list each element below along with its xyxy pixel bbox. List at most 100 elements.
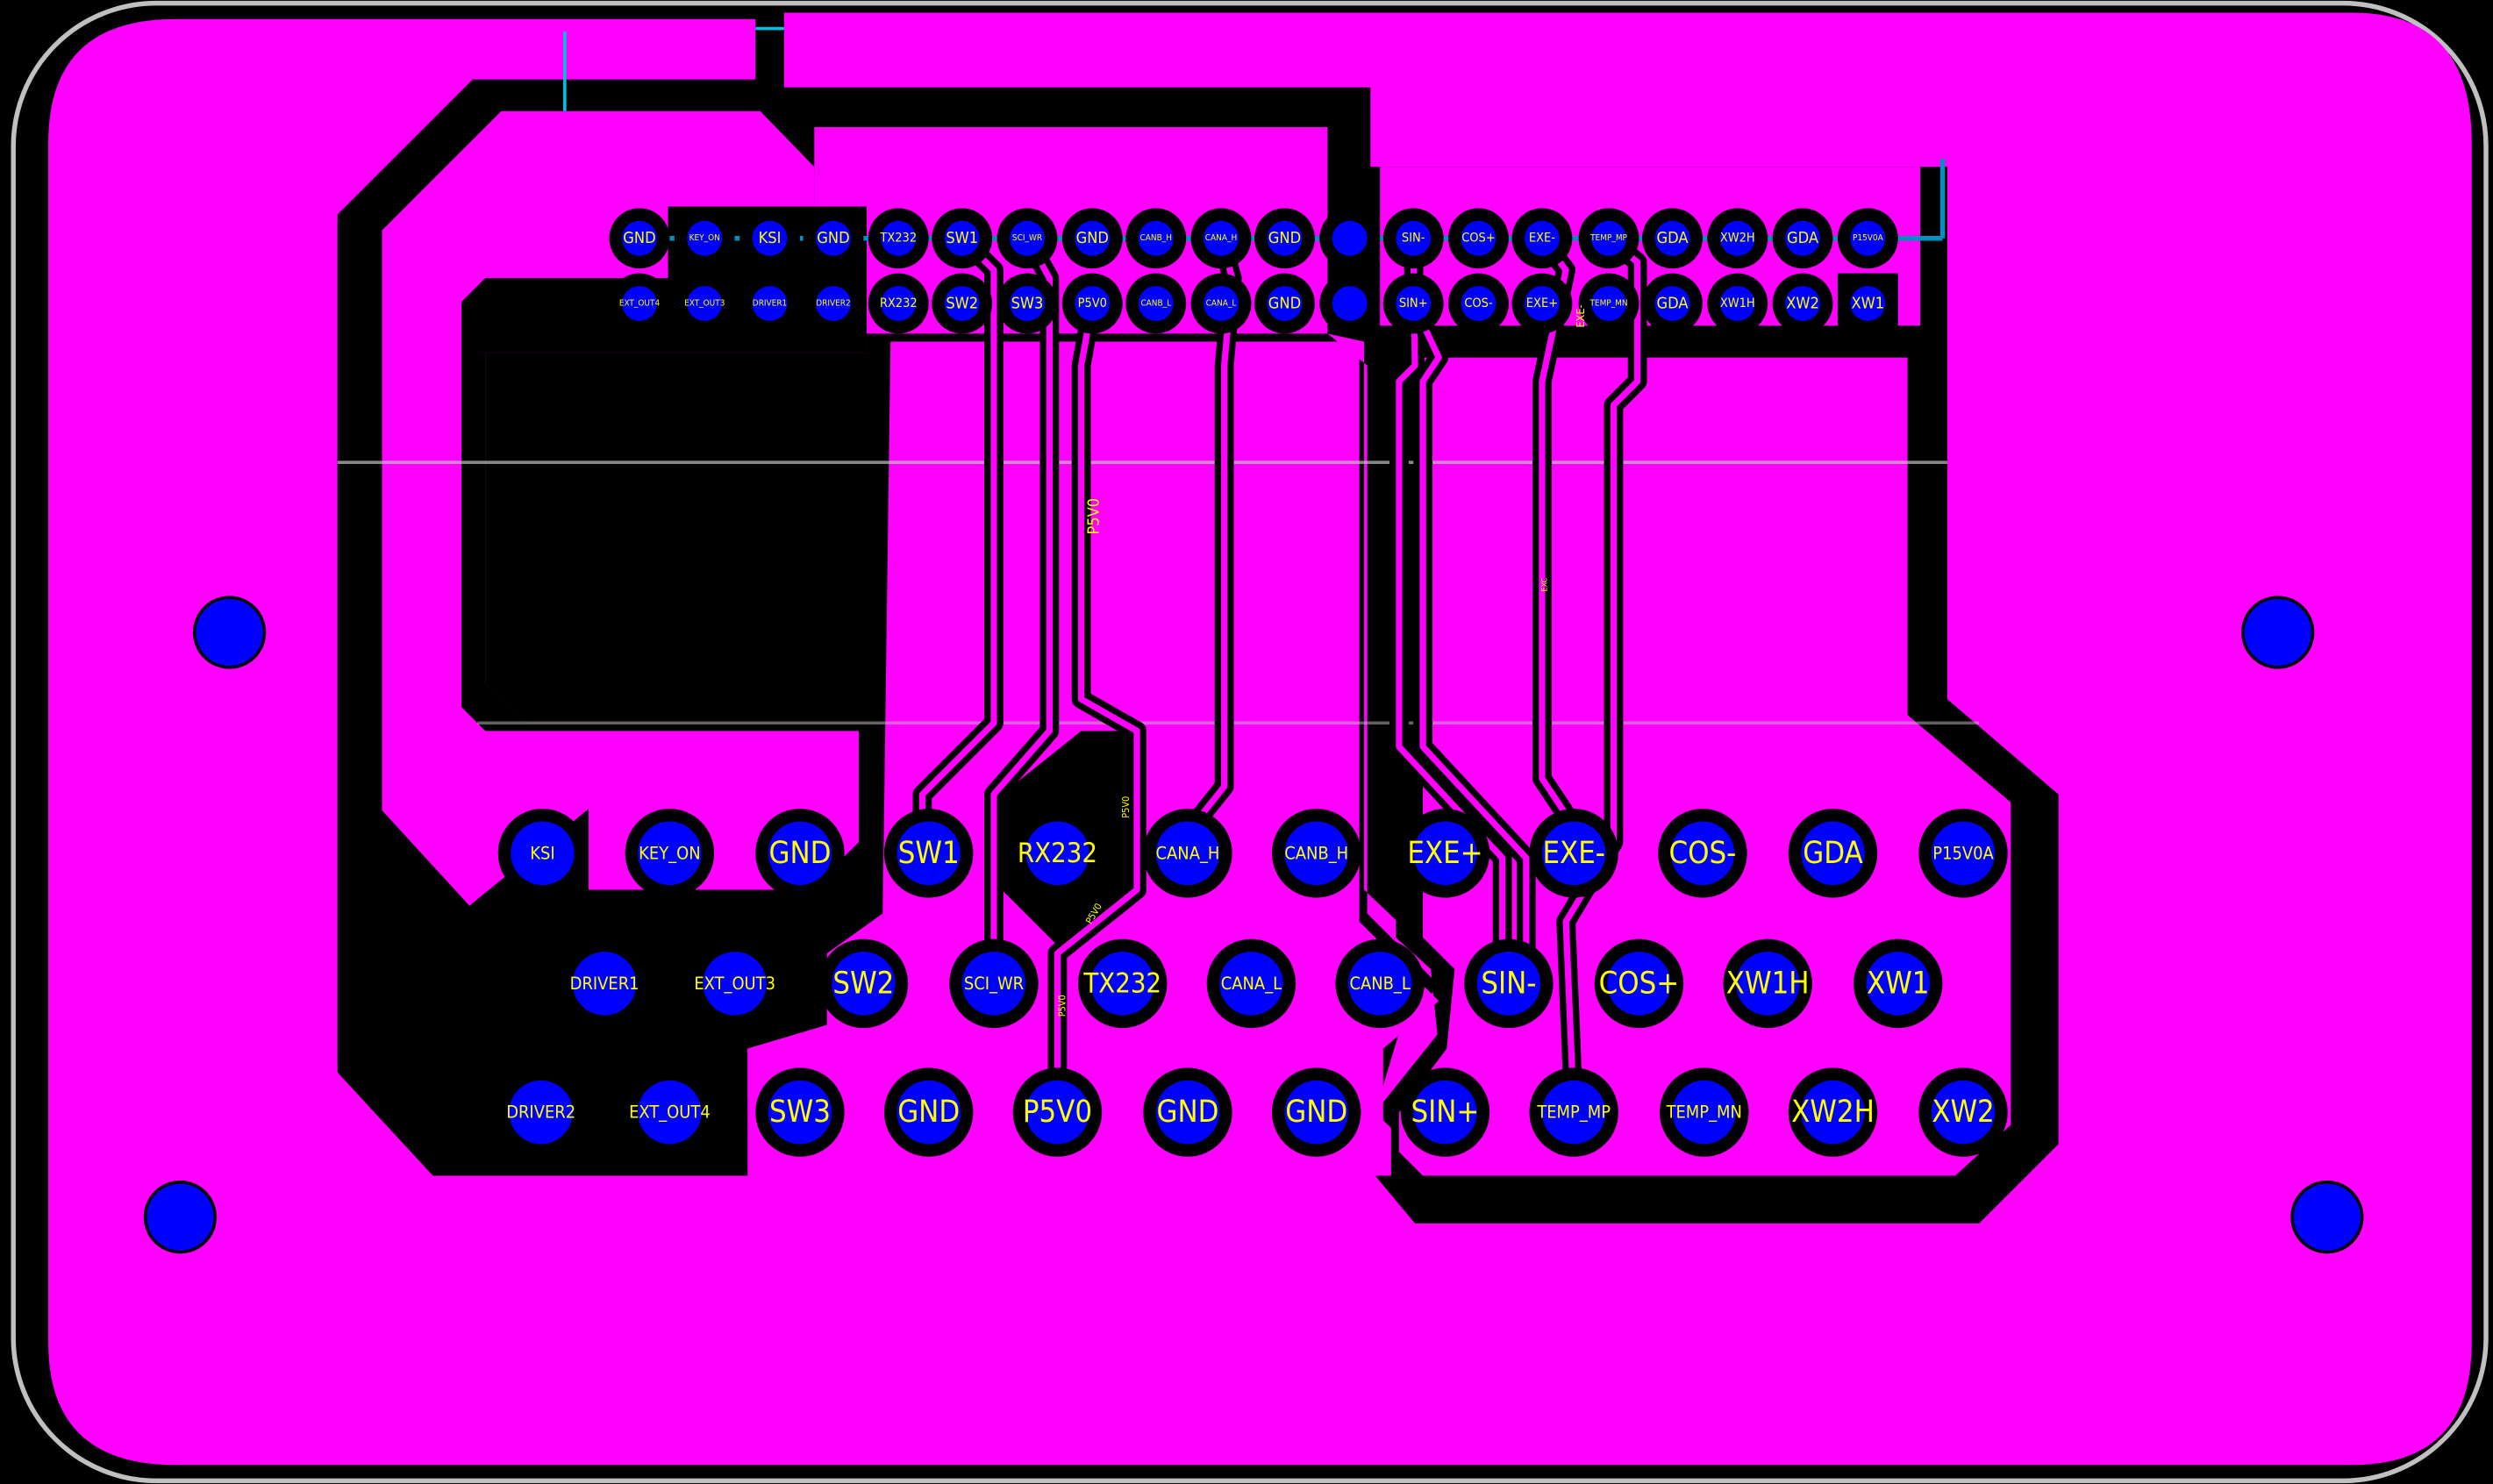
pad-label: CANB_H — [1284, 843, 1348, 863]
connector-pin: SCI_WR — [949, 938, 1039, 1029]
pad-copper — [1719, 220, 1755, 256]
header-pin: SW1 — [932, 208, 993, 269]
pad-label: XW2H — [1720, 232, 1755, 246]
net-label-p5v0: P5V0 — [1120, 796, 1132, 818]
connector-pin: CANB_L — [1335, 938, 1425, 1029]
pad-label: GND — [817, 229, 849, 247]
pad-label: SW1 — [946, 229, 978, 247]
connector-pin: EXE- — [1529, 809, 1618, 898]
mounting-hole — [2241, 596, 2315, 669]
pad-copper — [1284, 821, 1348, 886]
pad-copper — [1090, 952, 1154, 1016]
trace — [1054, 303, 1140, 1113]
header-pin: GND — [1254, 208, 1315, 269]
pad-copper — [511, 821, 575, 886]
pad-copper — [768, 821, 832, 886]
connector-pin: SIN+ — [1400, 1067, 1490, 1157]
pad-copper — [1010, 286, 1045, 321]
pad-label: KEY_ON — [689, 233, 720, 243]
header-pin: DRIVER1 — [739, 273, 800, 334]
header-pin: GDA — [1772, 208, 1833, 269]
pad-copper — [1866, 952, 1930, 1016]
pad-label: GDA — [1787, 229, 1819, 247]
pad-label: CANA_L — [1221, 974, 1282, 994]
connector-pin: XW1 — [1854, 938, 1943, 1029]
pad-copper — [1204, 220, 1239, 256]
pad-copper — [816, 220, 851, 256]
connector-pin: RX232 — [1012, 809, 1103, 898]
pad-copper — [1332, 286, 1368, 321]
header-pin: RX232 — [868, 273, 929, 334]
mounting-hole — [2290, 1180, 2364, 1254]
pad-label: CANA_H — [1205, 233, 1237, 243]
pad-copper — [1138, 220, 1174, 256]
pad-label: GDA — [1803, 836, 1862, 871]
header-pin: TEMP_MP — [1578, 208, 1639, 269]
board-outline — [11, 0, 2489, 1484]
pad-copper — [881, 286, 917, 321]
pad-copper — [1461, 286, 1497, 321]
header-pin: EXT_OUT3 — [674, 273, 735, 334]
pad-label: P5V0 — [1078, 296, 1107, 310]
header-pin: EXT_OUT4 — [609, 273, 670, 334]
connector-pin: SW3 — [755, 1067, 845, 1157]
pad-copper — [687, 286, 723, 321]
clearance-left — [337, 87, 883, 1176]
header-pin: GND — [1061, 208, 1123, 269]
header-pin: SW2 — [932, 273, 993, 334]
pad-label: CANA_L — [1206, 299, 1237, 309]
connector-pin: CANB_H — [1271, 809, 1361, 898]
pad-label: EXE- — [1529, 232, 1555, 246]
pad-copper — [1025, 821, 1089, 886]
connector-pin: CANA_H — [1143, 809, 1232, 898]
header-pin: DRIVER2 — [803, 273, 864, 334]
mounting-hole — [143, 1180, 218, 1254]
pad-copper — [1541, 1080, 1606, 1145]
header-pin: GND — [803, 208, 864, 269]
pad-label: GDA — [1656, 295, 1689, 313]
pad-copper — [944, 286, 980, 321]
pad-label: EXE- — [1542, 836, 1604, 871]
header-pin: SCI_WR — [996, 208, 1058, 269]
pad-label: XW2 — [1932, 1095, 1995, 1130]
header-pin: SIN- — [1382, 208, 1444, 269]
pad-copper — [881, 220, 917, 256]
pad-label: EXE+ — [1526, 296, 1558, 310]
connector-pin: GND — [883, 1067, 974, 1157]
net-label-p5v0: P5V0 — [1085, 498, 1104, 535]
header-pin: TX232 — [868, 208, 929, 269]
pad-label: EXT_OUT4 — [629, 1102, 711, 1123]
pad-label: XW1H — [1726, 966, 1810, 1001]
pad-copper — [1267, 286, 1303, 321]
pad-copper — [1138, 286, 1174, 321]
pad-copper — [752, 286, 788, 321]
connector-pin: XW1H — [1723, 938, 1812, 1029]
pad-label: GND — [1156, 1095, 1218, 1130]
connector-pin: XW2 — [1918, 1067, 2008, 1157]
header-pin: SW3 — [996, 273, 1058, 334]
connector-pin: TEMP_MN — [1660, 1067, 1749, 1157]
pad-label: GND — [1285, 1095, 1347, 1130]
pad-label: XW2H — [1791, 1095, 1875, 1130]
pad-label: TEMP_MN — [1589, 299, 1627, 309]
pad-label: GND — [1268, 229, 1301, 247]
connector-pin: P15V0A — [1918, 809, 2008, 898]
pad-label: KSI — [759, 229, 782, 247]
header-pin — [1319, 208, 1381, 269]
pad-label: CANA_H — [1156, 843, 1220, 863]
pad-copper — [1204, 286, 1239, 321]
pad-copper — [1607, 952, 1671, 1016]
header-pin: GND — [1254, 273, 1315, 334]
pad-copper — [1591, 286, 1626, 321]
header-pin: COS+ — [1448, 208, 1509, 269]
pad-copper — [1075, 220, 1111, 256]
pad-copper — [1347, 952, 1412, 1016]
pad-copper — [1155, 821, 1220, 886]
pad-label: TEMP_MP — [1589, 233, 1627, 243]
pad-copper — [1654, 220, 1690, 256]
connector-pin: SW2 — [818, 938, 909, 1029]
pad-copper — [1525, 286, 1560, 321]
connector-pin: GND — [1143, 1067, 1232, 1157]
pad-copper — [1654, 286, 1690, 321]
